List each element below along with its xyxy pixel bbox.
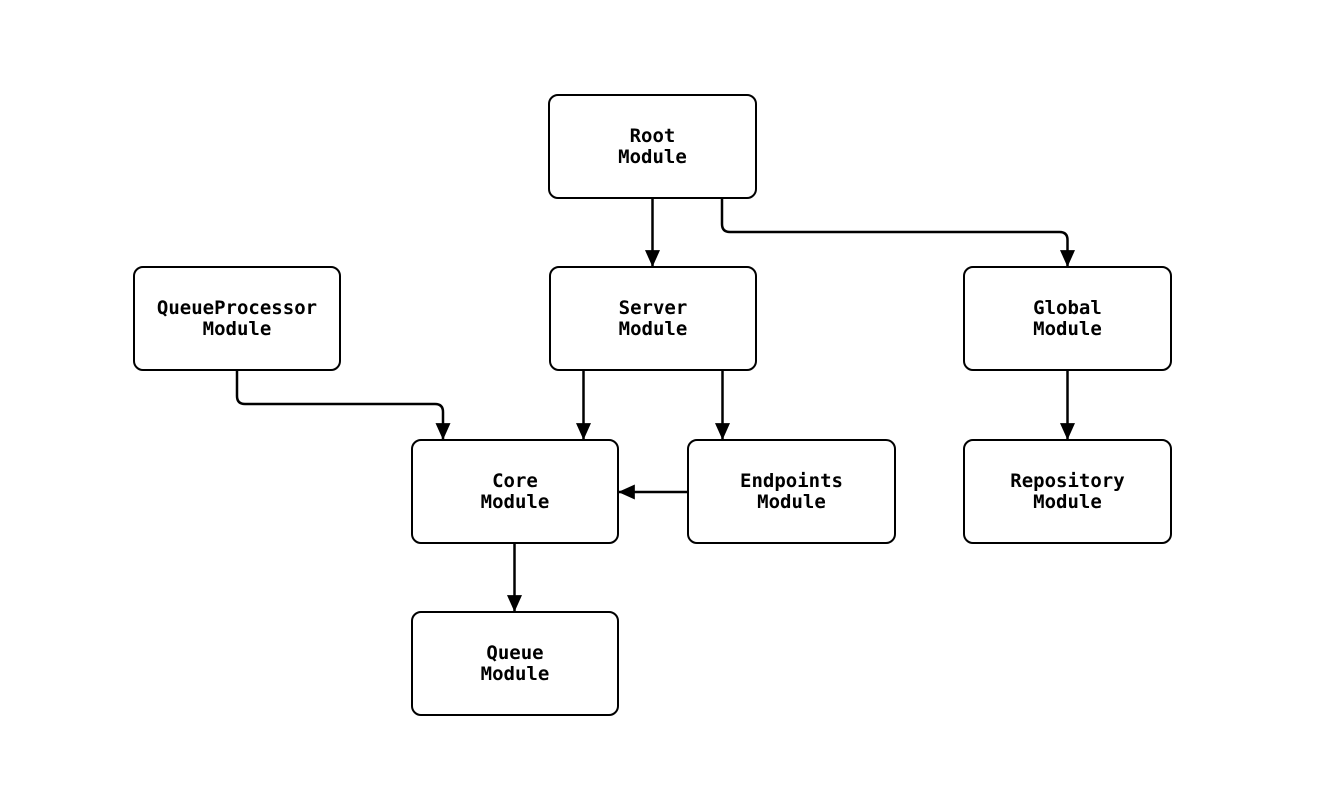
node-core-module: Core Module xyxy=(411,439,619,544)
node-label: Repository Module xyxy=(1010,469,1125,513)
node-label: Queue Module xyxy=(480,641,550,685)
node-label: Server Module xyxy=(618,296,688,340)
node-label: QueueProcessor Module xyxy=(156,296,318,340)
edge-queueprocessor-module-to-core-module xyxy=(235,371,451,440)
node-label: Endpoints Module xyxy=(740,469,843,513)
node-root-module: Root Module xyxy=(548,94,757,199)
node-endpoints-module: Endpoints Module xyxy=(687,439,896,544)
node-label: Global Module xyxy=(1033,296,1102,340)
node-global-module: Global Module xyxy=(963,266,1172,371)
node-repository-module: Repository Module xyxy=(963,439,1172,544)
edge-root-module-to-global-module xyxy=(720,199,1075,267)
node-queueprocessor-module: QueueProcessor Module xyxy=(133,266,341,371)
node-label: Root Module xyxy=(618,124,687,168)
node-server-module: Server Module xyxy=(549,266,757,371)
node-label: Core Module xyxy=(480,469,550,513)
node-queue-module: Queue Module xyxy=(411,611,619,716)
